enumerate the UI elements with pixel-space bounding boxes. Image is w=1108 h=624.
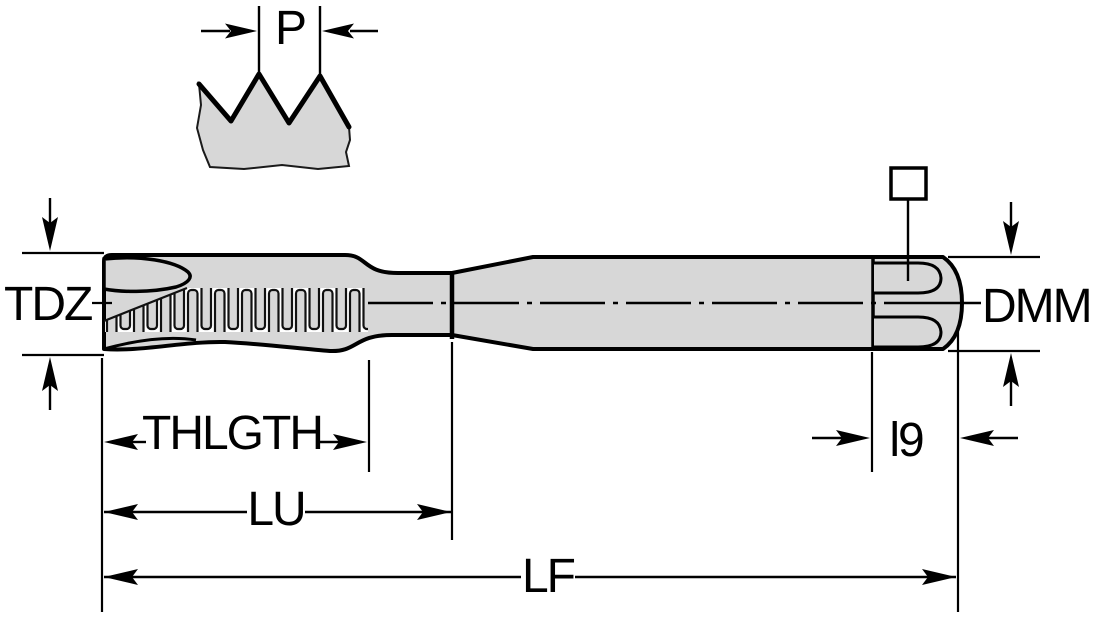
dim-dmm: DMM <box>948 202 1093 406</box>
dim-lu: LU <box>104 483 451 536</box>
square-symbol <box>889 166 928 281</box>
flute-bottom-edge <box>103 336 197 351</box>
l9-label: l9 <box>889 414 923 467</box>
thlgth-label: THLGTH <box>142 407 322 460</box>
dim-lf: LF <box>104 550 956 603</box>
square-drive <box>871 257 943 350</box>
square-flat-bottom <box>874 315 943 349</box>
dmm-label: DMM <box>982 280 1091 333</box>
lf-arrowhead-left <box>104 569 138 585</box>
flute-top <box>102 256 192 294</box>
tdz-arrowhead-top <box>42 217 58 251</box>
lu-arrowhead-left <box>104 504 138 520</box>
thread-profile-edge <box>196 71 352 130</box>
chamfer-taper-edge <box>103 286 188 323</box>
lu-label: LU <box>247 483 304 536</box>
dmm-arrowhead-bottom <box>1003 353 1019 387</box>
lf-label: LF <box>522 550 575 603</box>
dim-thlgth: THLGTH <box>104 407 367 460</box>
pitch-arrowhead-right <box>322 23 354 39</box>
tap-body <box>92 253 981 354</box>
pitch-arrowhead-left <box>225 23 257 39</box>
l9-arrowhead-right <box>960 430 994 446</box>
lf-arrowhead-right <box>922 569 956 585</box>
dim-l9: l9 <box>812 414 1018 467</box>
thlgth-arrowhead-right <box>333 434 367 450</box>
square-symbol-icon <box>889 166 928 201</box>
lu-arrowhead-right <box>417 504 451 520</box>
dmm-arrowhead-top <box>1003 221 1019 255</box>
dim-tdz: TDZ <box>4 198 104 410</box>
pitch-detail: P <box>195 2 378 171</box>
tdz-arrowhead-bottom <box>42 357 58 391</box>
thlgth-arrowhead-left <box>104 434 138 450</box>
l9-arrowhead-left <box>836 430 870 446</box>
tdz-label: TDZ <box>4 278 92 331</box>
pitch-label: P <box>275 2 305 55</box>
